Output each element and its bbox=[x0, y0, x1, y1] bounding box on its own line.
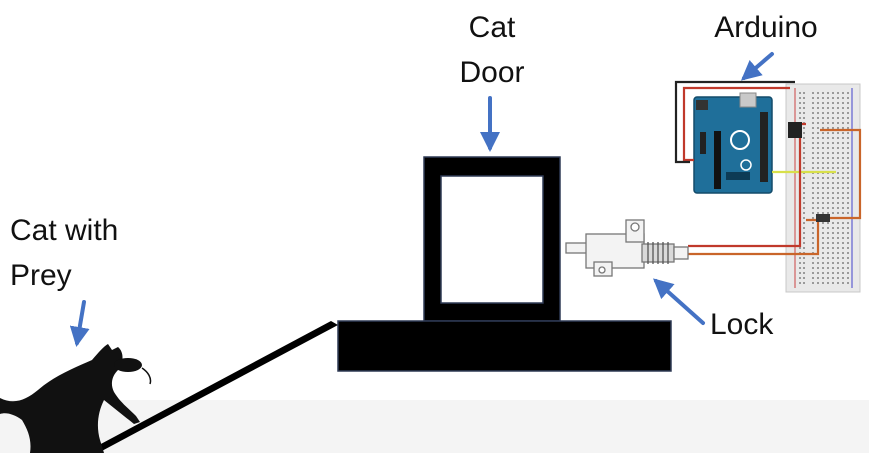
annotation-arrows bbox=[69, 52, 774, 347]
cat-door bbox=[423, 156, 561, 322]
label-prey: Prey bbox=[10, 259, 72, 292]
label-cat-door-line1: Cat bbox=[469, 11, 516, 44]
cat-silhouette-icon bbox=[0, 344, 152, 453]
label-cat-door-line2: Door bbox=[459, 56, 524, 89]
arrow-arduino bbox=[740, 52, 774, 81]
label-lock: Lock bbox=[710, 308, 774, 341]
breadboard-icon bbox=[785, 83, 861, 293]
arduino-board-icon bbox=[693, 92, 773, 194]
ramp bbox=[84, 321, 338, 453]
floor-shadow bbox=[0, 400, 869, 453]
door-base-platform bbox=[337, 320, 672, 372]
arrow-lock bbox=[653, 278, 705, 325]
circuit-wires bbox=[674, 80, 862, 256]
label-cat-with: Cat with bbox=[10, 214, 118, 247]
solenoid-lock-icon bbox=[565, 219, 689, 277]
arrow-cat bbox=[69, 300, 90, 347]
label-arduino: Arduino bbox=[714, 11, 817, 44]
